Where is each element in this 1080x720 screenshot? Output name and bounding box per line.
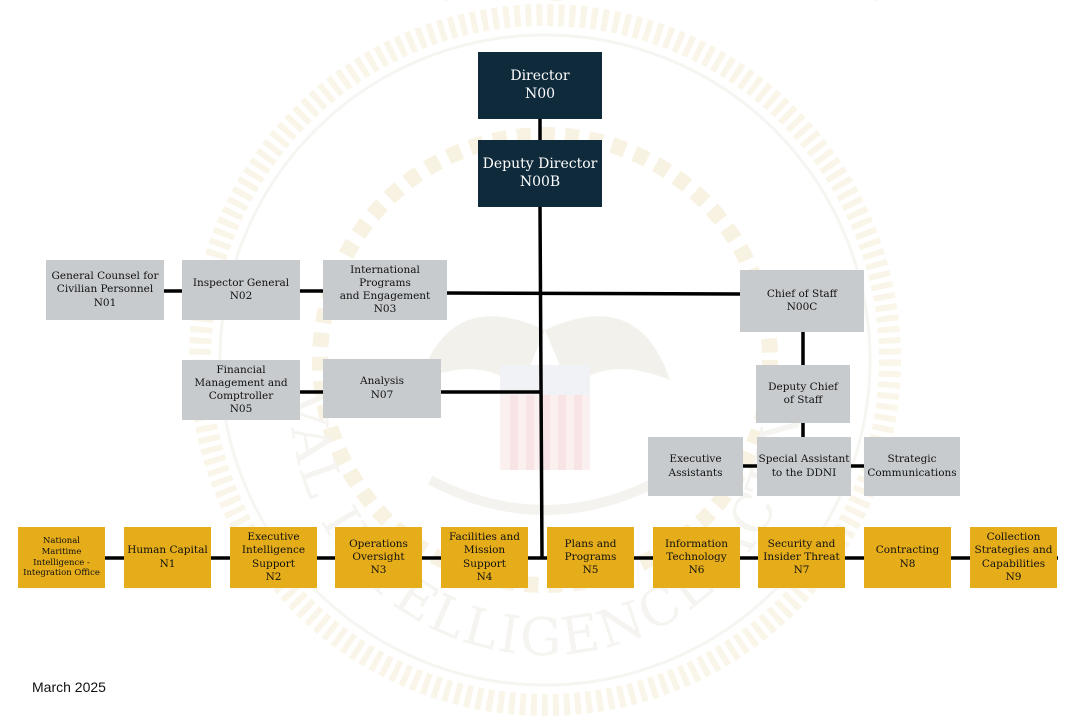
- anchor-icon: [427, 475, 663, 515]
- node-n2: Executive Intelligence Support N2: [230, 527, 317, 588]
- node-n07: Analysis N07: [323, 359, 441, 418]
- node-n4: Facilities and Mission Support N4: [441, 527, 528, 588]
- node-name: Deputy Chief of Staff: [768, 380, 838, 406]
- node-special-assistant: Special Assistant to the DDNI: [757, 437, 851, 496]
- node-name: Facilities and Mission Support: [448, 531, 521, 570]
- node-name: Financial Management and Comptroller: [194, 363, 288, 402]
- node-n01: General Counsel for Civilian Personnel N…: [46, 260, 164, 320]
- node-n1: Human Capital N1: [124, 527, 211, 588]
- node-n9: Collection Strategies and Capabilities N…: [970, 527, 1057, 588]
- node-code: N01: [93, 296, 117, 309]
- node-nmi-io: National Maritime Intelligence - Integra…: [18, 527, 105, 588]
- node-name: Executive Assistants: [668, 453, 723, 479]
- node-strategic-communications: Strategic Communications: [864, 437, 960, 496]
- node-name: Inspector General: [192, 276, 290, 289]
- node-name: General Counsel for Civilian Personnel: [51, 270, 159, 296]
- node-code: N00C: [786, 301, 818, 313]
- node-n5: Plans and Programs N5: [547, 527, 634, 588]
- node-name: Analysis: [359, 375, 405, 388]
- node-n03: International Programs and Engagement N0…: [323, 260, 447, 320]
- node-name: Operations Oversight: [349, 537, 408, 563]
- node-deputy-director: Deputy Director N00B: [478, 140, 602, 207]
- node-executive-assistants: Executive Assistants: [648, 437, 743, 496]
- node-name: Special Assistant to the DDNI: [758, 453, 850, 479]
- node-n02: Inspector General N02: [182, 260, 300, 320]
- shield-icon: [500, 365, 590, 470]
- node-name: Chief of Staff: [766, 287, 838, 300]
- node-code: N8: [899, 557, 916, 570]
- node-name: Contracting: [875, 544, 940, 557]
- node-name: Strategic Communications: [867, 453, 957, 479]
- node-name: Information Technology: [664, 537, 728, 563]
- node-code: N00B: [519, 173, 561, 190]
- node-code: N4: [476, 570, 493, 583]
- node-code: N6: [688, 564, 705, 577]
- node-code: N05: [229, 403, 253, 416]
- node-n8: Contracting N8: [864, 527, 951, 588]
- node-code: N00: [524, 85, 556, 102]
- node-deputy-chief-of-staff: Deputy Chief of Staff: [756, 365, 850, 423]
- eagle-icon: [420, 316, 670, 390]
- node-code: N3: [370, 564, 387, 577]
- node-name: Director: [510, 68, 570, 84]
- node-code: N1: [159, 557, 176, 570]
- footer-date: March 2025: [32, 679, 106, 695]
- node-director: Director N00: [478, 52, 602, 119]
- node-name: International Programs and Engagement: [339, 263, 431, 302]
- node-code: N02: [229, 290, 253, 302]
- node-code: N5: [582, 564, 599, 577]
- node-code: N03: [373, 303, 397, 316]
- node-name: National Maritime Intelligence - Integra…: [23, 536, 100, 579]
- node-name: Security and Insider Threat: [763, 537, 840, 563]
- node-code: N9: [1005, 570, 1022, 583]
- node-code: N7: [793, 564, 810, 577]
- node-name: Plans and Programs: [564, 537, 617, 563]
- node-name: Human Capital: [127, 544, 208, 557]
- node-n3: Operations Oversight N3: [335, 527, 422, 588]
- node-n7: Security and Insider Threat N7: [758, 527, 845, 588]
- seal-top-text: DEPARTMENT OF THE NAVY: [0, 0, 1030, 15]
- node-name: Deputy Director: [482, 156, 598, 172]
- node-code: N2: [265, 570, 282, 583]
- node-code: N07: [370, 388, 394, 401]
- node-n6: Information Technology N6: [653, 527, 740, 588]
- node-name: Collection Strategies and Capabilities: [974, 531, 1053, 570]
- node-name: Executive Intelligence Support: [241, 531, 306, 570]
- node-n00c: Chief of Staff N00C: [740, 270, 864, 332]
- node-n05: Financial Management and Comptroller N05: [182, 360, 300, 420]
